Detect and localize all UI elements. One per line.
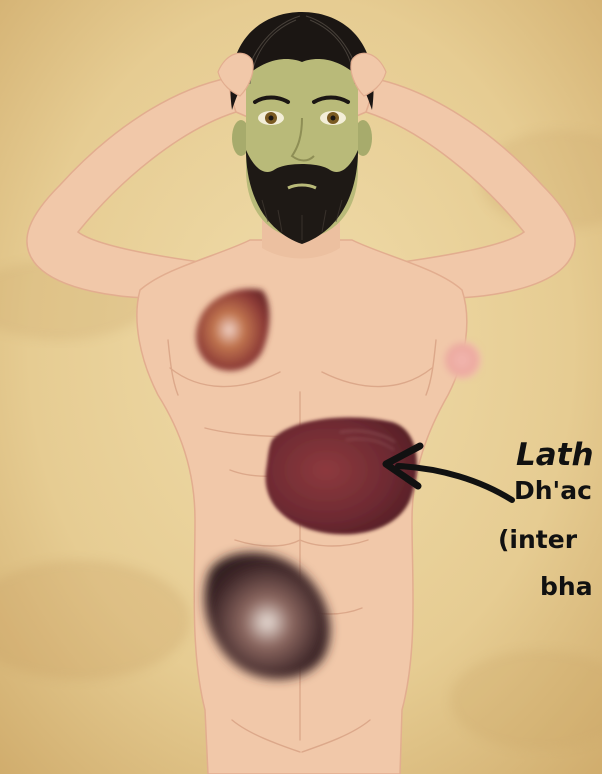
callout-line-1: Lath xyxy=(516,440,594,471)
callout-line-3: (inter xyxy=(498,527,577,552)
callout-line-2: Dh'ac xyxy=(514,478,592,503)
callout-line-4: bha xyxy=(540,574,593,599)
shoulder-spot xyxy=(442,340,482,380)
abdomen-bruise xyxy=(265,417,416,534)
